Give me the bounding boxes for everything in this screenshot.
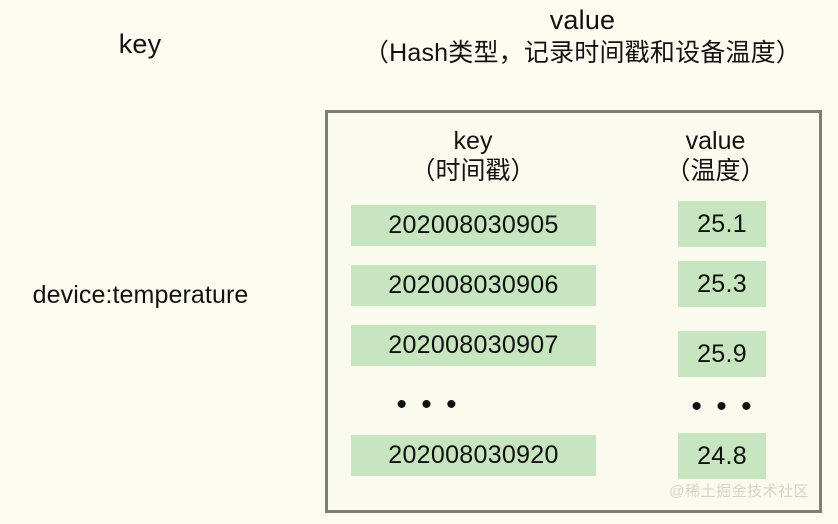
top-value-subtitle: （Hash类型，记录时间戳和设备温度） xyxy=(363,39,802,67)
top-value-heading-group: value （Hash类型，记录时间戳和设备温度） xyxy=(330,4,835,69)
hash-value-chip: 25.1 xyxy=(678,201,766,247)
hash-value-chip: 24.8 xyxy=(678,433,766,479)
hash-value-box: key （时间戳） value （温度） 202008030905 25.1 2… xyxy=(325,110,822,513)
hash-field-chip: 202008030906 xyxy=(351,265,596,306)
hash-field-chip: 202008030905 xyxy=(351,205,596,246)
key-column-ellipsis: • • • xyxy=(396,388,460,421)
hash-value-chip: 25.3 xyxy=(678,261,766,307)
hash-column-header-key-subtitle: （时间戳） xyxy=(410,157,536,185)
hash-column-header-value-subtitle: （温度） xyxy=(665,157,766,185)
hash-value-chip: 25.9 xyxy=(678,331,766,377)
value-column-ellipsis: • • • xyxy=(691,390,755,423)
watermark: @稀土掘金技术社区 xyxy=(669,483,809,500)
hash-column-header-key-title: key xyxy=(453,127,493,155)
top-key-heading: key xyxy=(118,29,162,59)
hash-column-header-key: key （时间戳） xyxy=(348,126,598,186)
hash-field-chip: 202008030907 xyxy=(351,325,596,366)
top-value-heading: value xyxy=(549,5,616,35)
hash-field-chip: 202008030920 xyxy=(351,435,596,476)
hash-column-header-value: value （温度） xyxy=(628,126,803,186)
hash-column-header-value-title: value xyxy=(685,127,746,155)
redis-key-name: device:temperature xyxy=(32,281,249,309)
